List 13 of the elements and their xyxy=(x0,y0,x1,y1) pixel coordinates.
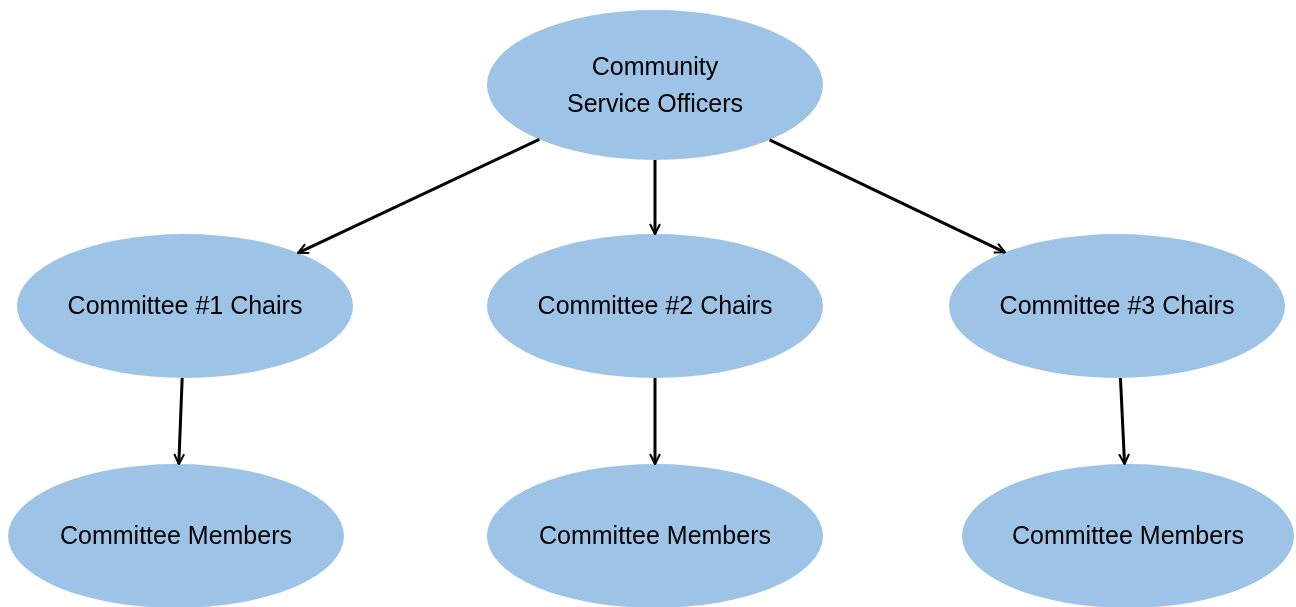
node-label: Committee #2 Chairs xyxy=(537,290,773,322)
arrow xyxy=(649,378,661,465)
node-label: Committee #1 Chairs xyxy=(67,290,303,322)
node-label: Committee #3 Chairs xyxy=(999,290,1235,322)
node-label: Committee Members xyxy=(60,520,292,552)
node-label: Community Service Officers xyxy=(566,50,744,119)
arrow xyxy=(649,160,661,235)
arrow xyxy=(768,138,1006,254)
arrow xyxy=(173,377,186,465)
arrow xyxy=(1118,377,1131,465)
arrow xyxy=(297,138,540,255)
node-label: Committee Members xyxy=(539,520,771,552)
node-label: Committee Members xyxy=(1012,520,1244,552)
